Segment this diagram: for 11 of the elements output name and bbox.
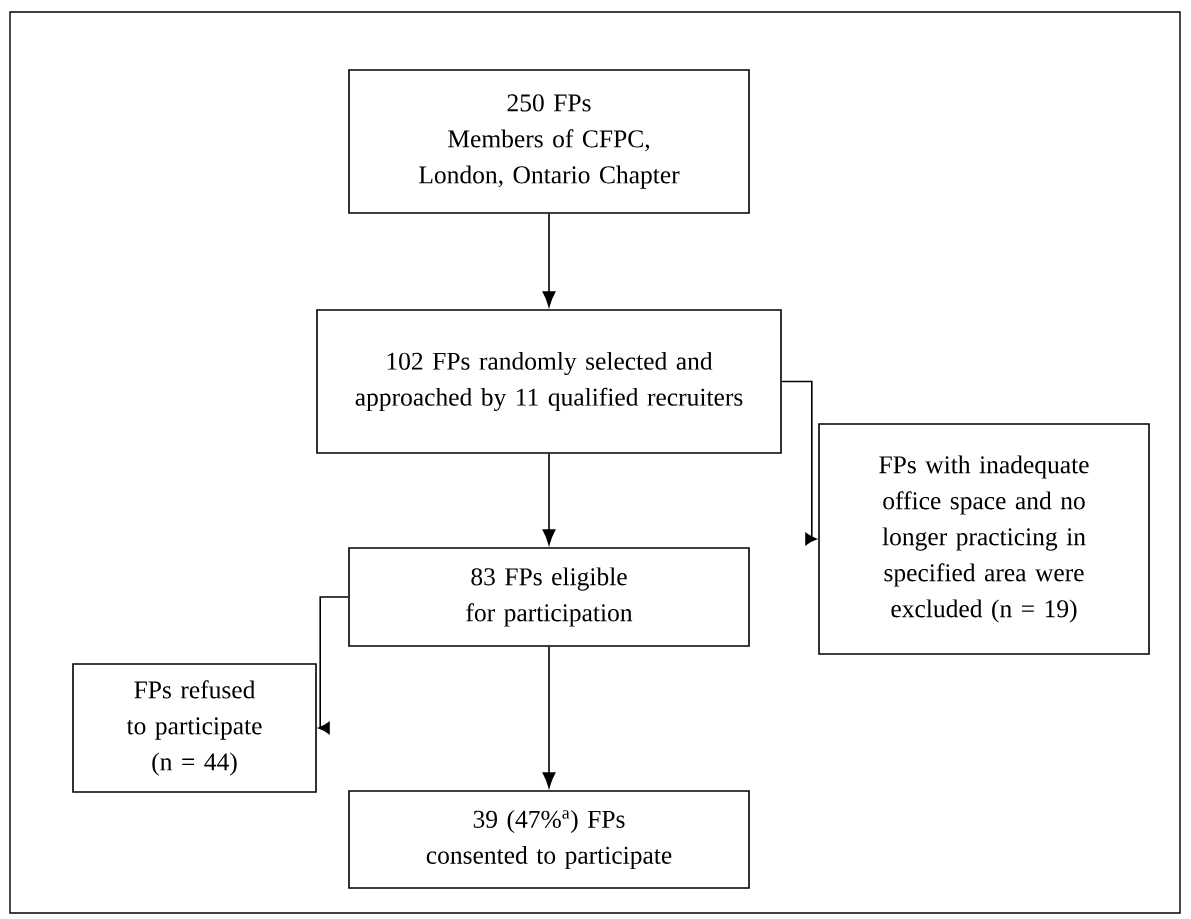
arrow [542, 453, 556, 545]
process-box: 102 FPs randomly selected and approached by 11 qualified recruiters [316, 309, 782, 454]
arrow [318, 596, 349, 735]
process-box: 250 FPs Members of CFPC, London, Ontario Chapter [348, 69, 750, 214]
arrow [542, 646, 556, 788]
arrow [781, 380, 817, 546]
process-box: 39 (47%$^{a}$) FPs consented to participate [348, 790, 750, 889]
process-box: FPs refused to participate (n = 44) [72, 663, 317, 793]
arrow [542, 213, 556, 307]
process-box: FPs with inadequate office space and no longer practicing in specified area were excluded (n = 19) [818, 423, 1150, 655]
process-box: 83 FPs eligible for participation [348, 547, 750, 647]
